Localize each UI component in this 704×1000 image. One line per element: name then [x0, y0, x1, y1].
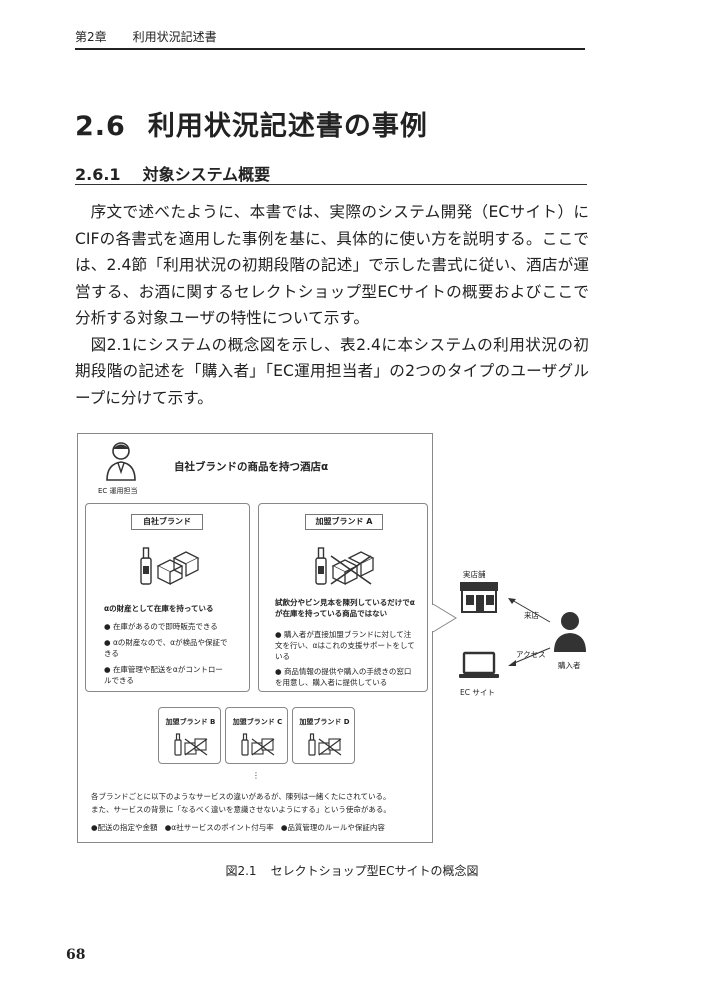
store-label: 実店舗: [463, 570, 486, 579]
access-label: アクセス: [516, 650, 546, 659]
affiliate-d-box: 加盟ブランド D: [292, 707, 355, 764]
bottle-boxes-crossed-icon: [315, 547, 375, 586]
bottle-box-crossed-icon: [174, 733, 208, 756]
service-item: ●配送の指定や金額: [91, 823, 158, 832]
bullet-item: ● 商品情報の提供や購入の手続きの窓口を用意し、購入者に提供している: [275, 667, 412, 687]
note-text: 各ブランドごとに以下のようなサービスの違いがあるが、陳列は一緒くたにされている。…: [91, 790, 431, 816]
concept-figure: EC 運用担当 自社ブランドの商品を持つ酒店α 自社ブランド αの財産として在庫…: [77, 433, 433, 843]
service-item: ●α社サービスのポイント付与率: [164, 823, 274, 832]
bottle-boxes-icon: [140, 547, 200, 586]
affiliate-a-heading: 試飲分やビン見本を陳列しているだけでαが在庫を持っている商品ではない: [275, 598, 415, 618]
buyer-person-icon: [554, 612, 586, 652]
body-text: 序文で述べたように、本書では、実際のシステム開発（ECサイト）にCIFの各書式を…: [75, 199, 589, 411]
own-brand-heading: αの財産として在庫を持っている: [104, 604, 214, 613]
ellipsis: ⋮: [252, 771, 260, 780]
laptop-icon: [459, 651, 499, 678]
operator-label: EC 運用担当: [98, 487, 138, 495]
bottle-box-crossed-icon: [241, 733, 275, 756]
buyer-label: 購入者: [558, 661, 581, 670]
section-title: 2.6 利用状況記述書の事例: [75, 104, 428, 143]
header-rule: [75, 48, 585, 50]
bullet-item: ● 在庫があるので即時販売できる: [104, 622, 218, 631]
bullet-item: ● 購入者が直接加盟ブランドに対して注文を行い、αはこれの支援サポートをしている: [275, 630, 415, 661]
visit-label: 来店: [524, 611, 539, 620]
affiliate-b-label: 加盟ブランド B: [165, 718, 216, 726]
note-line: 各ブランドごとに以下のようなサービスの違いがあるが、陳列は一緒くたにされている。: [91, 792, 391, 801]
store-icon: [460, 582, 498, 613]
operator-person-icon: [106, 442, 136, 481]
service-items: ●配送の指定や金額 ●α社サービスのポイント付与率 ●品質管理のルールや保証内容: [91, 822, 431, 833]
subsection-title-text: 対象システム概要: [142, 165, 271, 184]
figure-caption: 図2.1 セレクトショップ型ECサイトの概念図: [0, 862, 704, 879]
section-title-text: 利用状況記述書の事例: [147, 111, 428, 142]
section-number: 2.6: [75, 111, 126, 142]
paragraph: 図2.1にシステムの概念図を示し、表2.4に本システムの利用状況の初期段階の記述…: [75, 335, 589, 407]
paragraph: 序文で述べたように、本書では、実際のシステム開発（ECサイト）にCIFの各書式を…: [75, 203, 589, 327]
store-title: 自社ブランドの商品を持つ酒店α: [174, 461, 329, 473]
ec-site-label: EC サイト: [460, 688, 495, 697]
subsection-number: 2.6.1: [75, 165, 121, 184]
subsection-title: 2.6.1 対象システム概要: [75, 161, 270, 185]
own-brand-label: 自社ブランド: [131, 514, 203, 530]
bottle-box-crossed-icon: [308, 733, 342, 756]
affiliate-b-box: 加盟ブランド B: [158, 707, 221, 764]
bullet-item: ● 在庫管理や配送をαがコントロールできる: [104, 665, 223, 685]
bullet-item: ● αの財産なので、αが検品や保証できる: [104, 638, 228, 658]
affiliate-d-label: 加盟ブランド D: [299, 718, 350, 726]
affiliate-c-label: 加盟ブランド C: [232, 718, 283, 726]
subsection-rule: [75, 184, 587, 185]
note-line: また、サービスの背景に「なるべく違いを意識させないようにする」という使命がある。: [91, 805, 391, 814]
page-number: 68: [66, 947, 86, 963]
affiliate-c-box: 加盟ブランド C: [225, 707, 288, 764]
callout-pointer: [432, 603, 457, 633]
header-chapter: 第2章: [75, 30, 107, 44]
arrows: [508, 598, 551, 666]
header-title: 利用状況記述書: [132, 30, 217, 44]
affiliate-a-box: 加盟ブランド A 試飲分やビン見本を陳列しているだけでαが在庫を持っている商品で…: [258, 503, 428, 692]
caption-number: 図2.1: [225, 864, 257, 878]
service-item: ●品質管理のルールや保証内容: [280, 823, 385, 832]
caption-title: セレクトショップ型ECサイトの概念図: [270, 864, 479, 878]
affiliate-a-label: 加盟ブランド A: [305, 514, 383, 530]
running-header: 第2章 利用状況記述書: [75, 28, 217, 45]
own-brand-box: 自社ブランド αの財産として在庫を持っている ● 在庫があるので即時販売できる …: [85, 503, 250, 692]
